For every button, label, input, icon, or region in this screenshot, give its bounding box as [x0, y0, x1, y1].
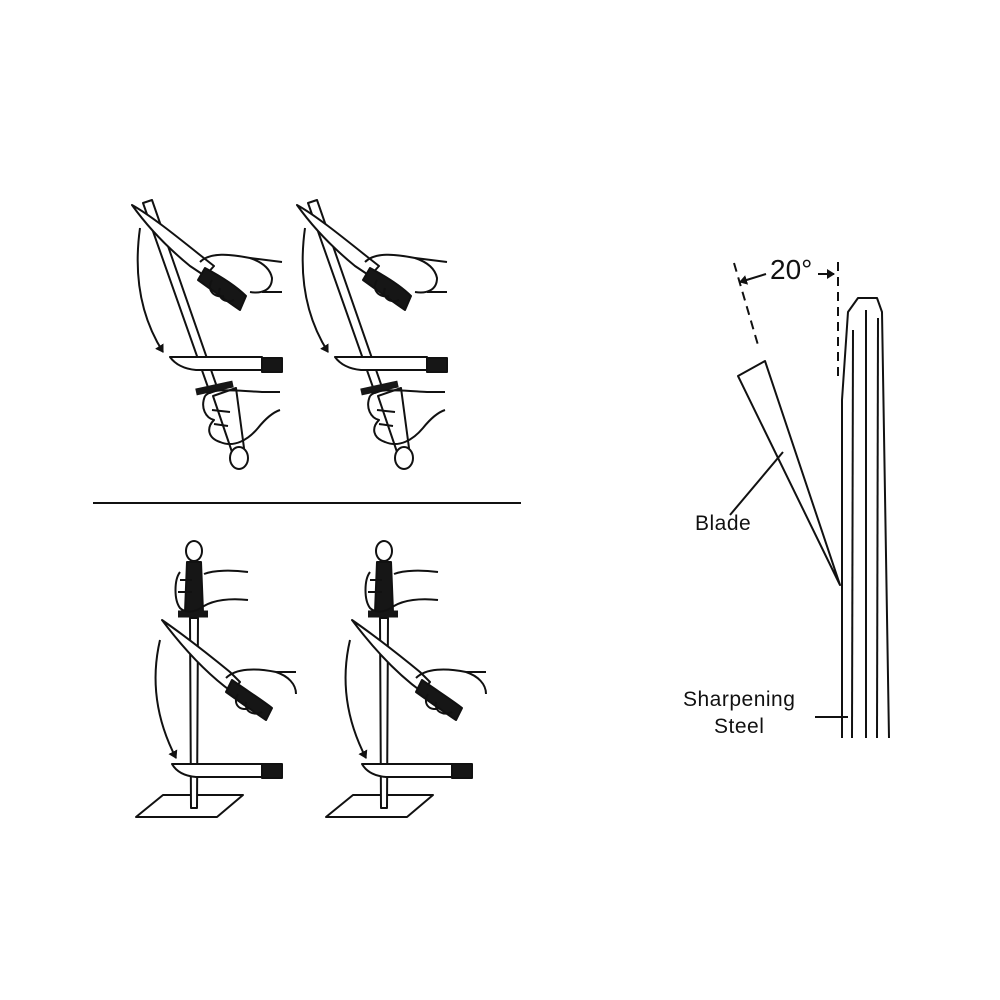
angle-diagram: [729, 262, 890, 739]
hand-icon: [199, 253, 273, 303]
hand-icon: [202, 389, 281, 446]
cutting-surface: [325, 794, 434, 818]
knife-icon: [334, 356, 428, 371]
step-4-steel-on-surface: [325, 540, 487, 818]
arc-arrow-icon: [301, 227, 329, 353]
step-2-steel-in-hand: [296, 199, 448, 470]
step-1-steel-in-hand: [131, 199, 283, 470]
hand-icon: [367, 389, 446, 446]
step-3-steel-on-surface: [135, 540, 297, 818]
knife-icon: [171, 763, 263, 778]
arrow-icon: [739, 273, 767, 285]
blade-leader-line: [729, 451, 784, 516]
sharpening-steel-icon: [189, 617, 199, 809]
hand-icon: [364, 569, 439, 613]
arc-arrow-icon: [344, 639, 368, 759]
arc-arrow-icon: [154, 639, 178, 759]
sharpening-steel-label: Sharpening Steel: [683, 686, 795, 740]
knife-icon: [361, 763, 453, 778]
angle-reference-line: [733, 262, 759, 346]
arc-arrow-icon: [136, 227, 164, 353]
steel-label-line2: Steel: [714, 715, 765, 738]
angle-label: 20°: [770, 254, 813, 285]
knife-icon: [351, 619, 431, 693]
hand-icon: [364, 253, 438, 303]
blade-label: Blade: [695, 512, 752, 535]
steel-label-line1: Sharpening: [683, 688, 796, 711]
knife-icon: [169, 356, 263, 371]
hand-icon: [174, 569, 249, 613]
sharpening-steel-icon: [379, 617, 389, 809]
blade-wedge: [737, 360, 841, 586]
knife-icon: [161, 619, 241, 693]
cutting-surface: [135, 794, 244, 818]
